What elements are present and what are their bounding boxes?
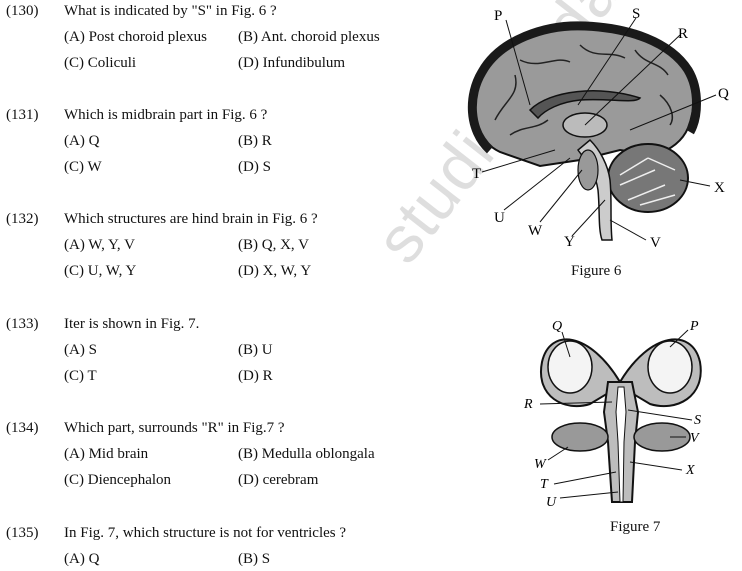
central-canal [615,386,627,503]
figure-7-ventricle-diagram: Q P R S V W X T U [523,319,702,510]
question-text: What is indicated by "S" in Fig. 6 ? [64,3,277,19]
label-p: P [689,319,699,334]
label-u: U [494,210,505,226]
option-c: (C) U, W, Y [64,263,137,279]
label-s: S [632,6,640,22]
label-s: S [694,413,701,428]
label-t: T [472,166,481,182]
label-y: Y [564,234,575,250]
option-a: (A) W, Y, V [64,237,135,253]
question-text: Iter is shown in Fig. 7. [64,316,200,332]
corpus-callosum [528,90,642,120]
option-a: (A) S [64,342,97,358]
cerebellum [607,143,689,213]
option-d: (D) Infundibulum [238,55,346,71]
figure-6-caption: Figure 6 [571,263,622,279]
label-v: V [650,235,661,251]
question-number: (134) [6,420,39,436]
option-a: (A) Q [64,551,100,567]
figure-7-caption: Figure 7 [610,519,661,535]
question-text: Which is midbrain part in Fig. 6 ? [64,107,268,123]
label-u: U [546,495,557,510]
option-c: (C) Coliculi [64,55,137,71]
label-q: Q [552,319,562,334]
option-b: (B) R [238,133,272,149]
label-x: X [714,180,725,196]
option-b: (B) S [238,551,271,567]
question-number: (132) [6,211,39,227]
option-b: (B) Q, X, V [238,237,309,253]
option-d: (D) X, W, Y [238,263,312,279]
leader-lines [539,329,693,499]
label-r: R [678,26,688,42]
right-lobe-v [633,422,691,452]
option-a: (A) Mid brain [64,446,149,462]
option-d: (D) S [238,159,271,175]
left-lobe-w [551,422,609,452]
question-number: (135) [6,525,39,541]
label-w: W [528,223,543,239]
figure-6-brain-diagram: P S R Q T X U W Y V [467,6,729,251]
gyri-pattern [494,44,673,136]
label-q: Q [718,86,729,102]
option-a: (A) Post choroid plexus [64,29,207,45]
question-number: (131) [6,107,39,123]
option-d: (D) R [238,368,273,384]
label-v: V [690,431,700,446]
question-text: Which structures are hind brain in Fig. … [64,211,318,227]
left-lateral-ventricle [547,340,593,394]
label-w: W [534,457,547,472]
label-x: X [685,463,695,478]
option-b: (B) Ant. choroid plexus [238,29,380,45]
question-text: Which part, surrounds "R" in Fig.7 ? [64,420,285,436]
leader-lines [481,17,717,241]
label-r: R [523,397,533,412]
right-lateral-ventricle [647,340,693,394]
label-t: T [540,477,549,492]
question-number: (133) [6,316,39,332]
option-c: (C) Diencephalon [64,472,172,488]
pons [577,149,599,191]
option-a: (A) Q [64,133,100,149]
option-b: (B) Medulla oblongala [238,446,375,462]
question-number: (130) [6,3,39,19]
option-c: (C) W [64,159,102,175]
option-c: (C) T [64,368,97,384]
option-b: (B) U [238,342,273,358]
option-d: (D) cerebram [238,472,319,488]
cortex-rim [467,21,701,154]
question-text: In Fig. 7, which structure is not for ve… [64,525,347,541]
label-p: P [494,8,502,24]
